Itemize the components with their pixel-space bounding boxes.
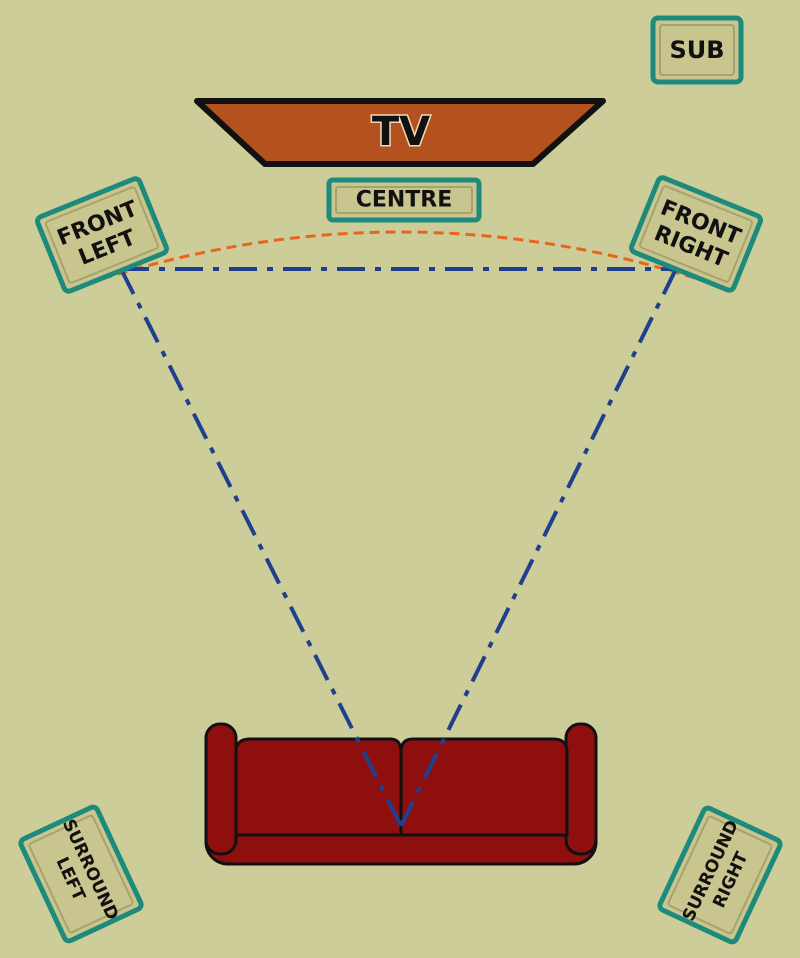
tv-shape — [194, 98, 606, 167]
sofa-right-cushion — [399, 737, 569, 837]
sub-label: SUB — [669, 36, 724, 64]
sofa-left-cushion — [234, 737, 403, 837]
tv-label: TV — [372, 109, 430, 155]
front-right-speaker: FRONT RIGHT — [629, 175, 763, 293]
surround-left-speaker: SURROUND LEFT — [18, 804, 144, 944]
right-listening-line — [399, 268, 678, 827]
tv: TV — [194, 98, 606, 167]
sofa — [204, 722, 598, 866]
front-arc — [71, 230, 729, 291]
sub-speaker: SUB — [650, 15, 744, 85]
centre-speaker: CENTRE — [326, 177, 482, 223]
centre-label: CENTRE — [356, 188, 453, 213]
front-left-speaker: FRONT LEFT — [35, 176, 169, 294]
surround-right-speaker: SURROUND RIGHT — [657, 805, 783, 945]
left-listening-line — [119, 268, 403, 827]
listening-lines — [71, 230, 729, 827]
